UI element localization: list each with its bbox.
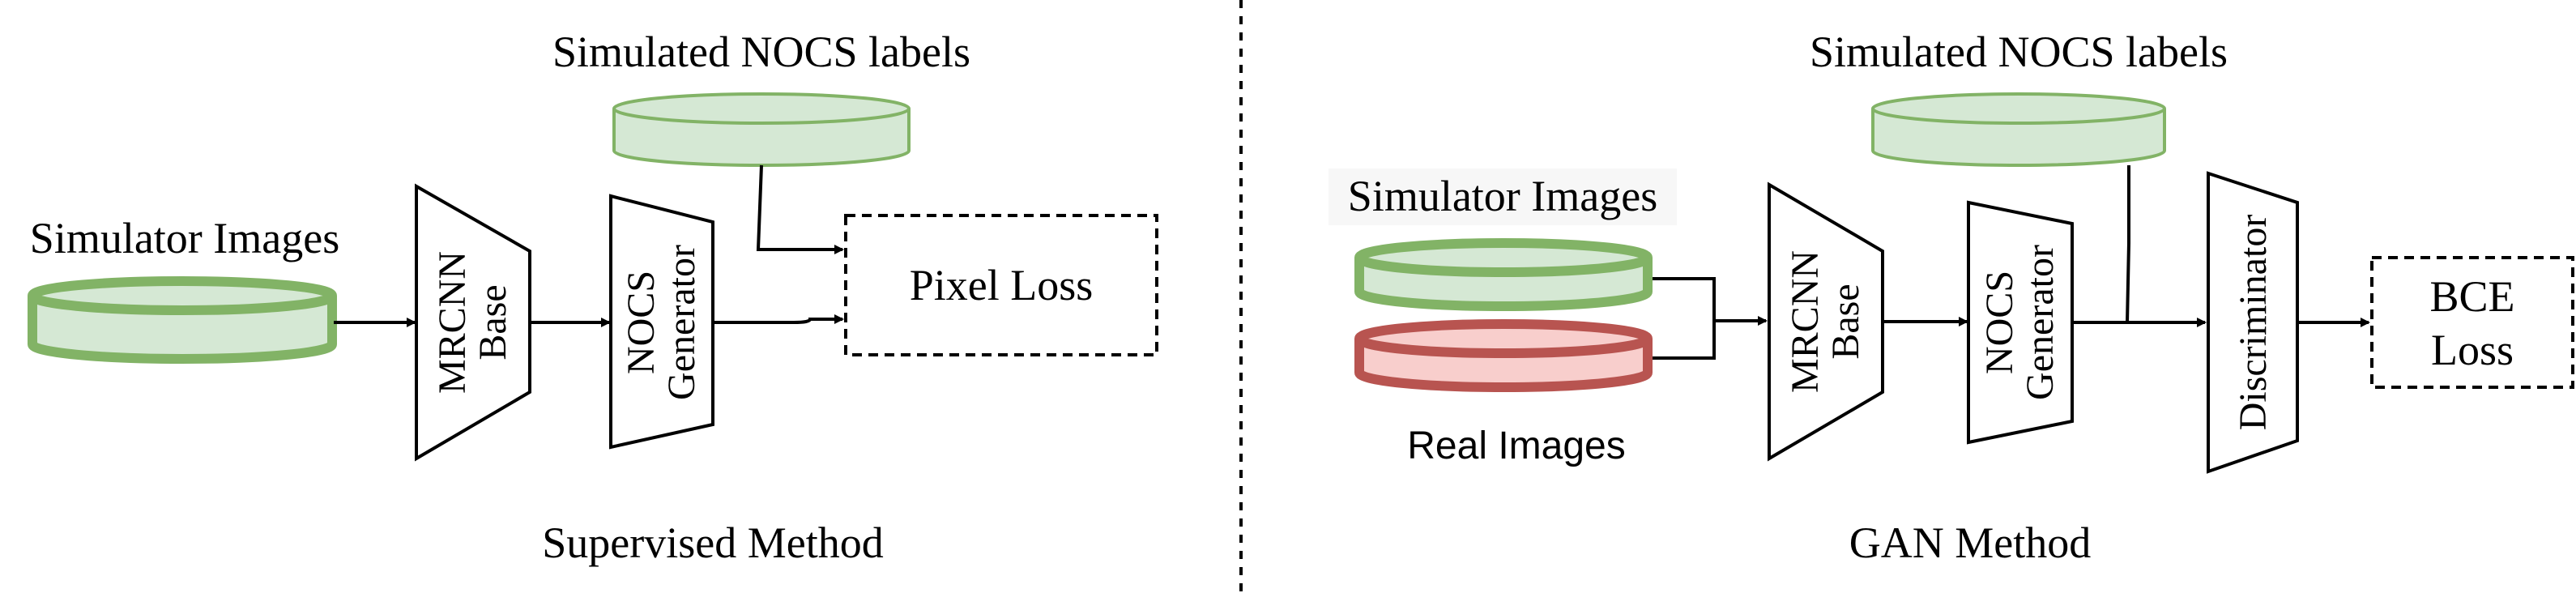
gan-discriminator-block <box>2207 171 2299 474</box>
sup-sim-images-title: Simulator Images <box>30 214 339 262</box>
gan-bce-loss-label-1: BCE <box>2429 272 2514 321</box>
gan-mrcnn-base-block <box>1768 181 1884 462</box>
gan-real-images-cylinder <box>1354 319 1653 392</box>
gan-bce-loss-box <box>2370 256 2574 389</box>
gan-nocs-labels-cylinder <box>1871 92 2166 167</box>
sup-arrow-nocs-to-loss <box>714 314 844 324</box>
gan-real-images-title: Real Images <box>1407 424 1625 467</box>
gan-nocs-labels-title: Simulated NOCS labels <box>1810 28 2228 76</box>
gan-discriminator-label: Discriminator <box>2232 215 2275 431</box>
gan-nocs-generator-block <box>1967 200 2074 445</box>
sup-nocs-label-1: NOCS <box>620 271 663 374</box>
gan-mrcnn-label-1: MRCNN <box>1784 250 1827 393</box>
sup-nocs-labels-cylinder <box>612 92 911 167</box>
gan-sim-images-title: Simulator Images <box>1348 172 1657 220</box>
gan-method-caption: GAN Method <box>1849 518 2091 567</box>
sup-pixel-loss-label: Pixel Loss <box>910 261 1094 309</box>
sup-mrcnn-label-2: Base <box>471 284 514 360</box>
gan-mrcnn-label-2: Base <box>1824 284 1867 359</box>
gan-line-labels-to-discriminator <box>2126 165 2130 323</box>
sup-nocs-label-2: Generator <box>660 245 703 400</box>
gan-sim-images-label-bg <box>1329 169 1677 225</box>
sup-mrcnn-base-block <box>415 183 531 462</box>
gan-sim-images-cylinder <box>1354 238 1653 311</box>
sup-pixel-loss-box <box>844 214 1158 356</box>
gan-nocs-label-1: NOCS <box>1978 271 2021 374</box>
gan-merge-connector <box>1653 277 1716 360</box>
sup-nocs-generator-block <box>609 194 714 450</box>
gan-bce-loss-label-2: Loss <box>2431 326 2514 374</box>
gan-nocs-label-2: Generator <box>2019 245 2062 400</box>
sup-sim-images-cylinder <box>28 276 337 364</box>
sup-arrow-labels-to-loss <box>756 164 844 254</box>
sup-method-caption: Supervised Method <box>542 518 883 567</box>
sup-mrcnn-label-1: MRCNN <box>431 251 474 394</box>
sup-nocs-labels-title: Simulated NOCS labels <box>552 28 970 76</box>
